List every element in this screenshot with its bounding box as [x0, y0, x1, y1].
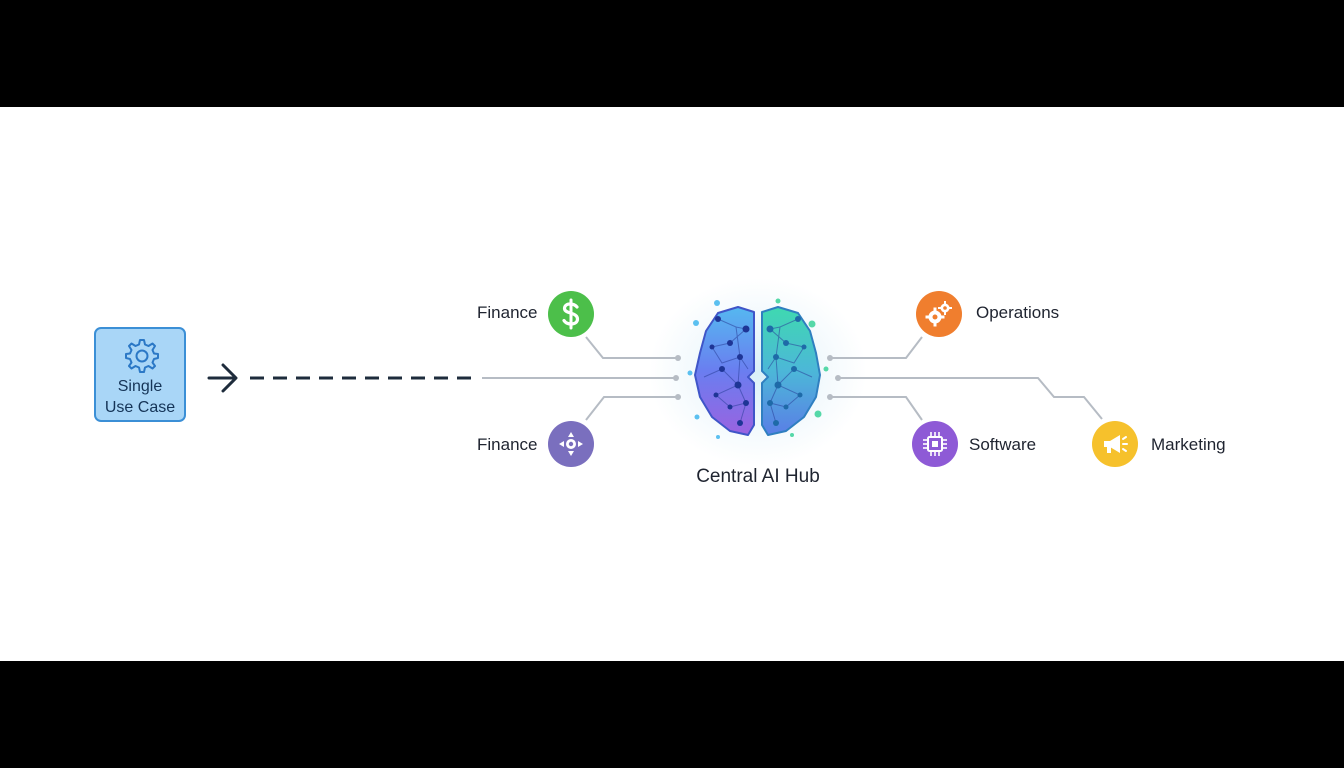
finance-bottom-label: Finance: [477, 435, 538, 454]
operations-node[interactable]: [916, 291, 962, 337]
marketing-node[interactable]: [1092, 421, 1138, 467]
finance-bottom-node[interactable]: [548, 421, 594, 467]
hub-label: Central AI Hub: [696, 466, 820, 487]
software-label: Software: [969, 435, 1037, 454]
connector-marketing: [838, 377, 1103, 420]
connector-dot: [835, 375, 841, 381]
connector-layer: [207, 298, 1103, 439]
network-hub-icon: [559, 432, 583, 456]
dollar-icon: [562, 298, 580, 330]
connector-finance-top: [585, 336, 678, 359]
brain-network-icon: [687, 298, 829, 439]
use-case-label: Single Use Case: [104, 378, 176, 416]
connector-dot: [827, 355, 833, 361]
hub-glow: [648, 277, 868, 467]
gears-icon: [925, 301, 952, 327]
diagram-canvas: Single Use Case Finance Finance: [0, 107, 1344, 661]
marketing-label: Marketing: [1151, 435, 1226, 454]
finance-top-node[interactable]: [548, 291, 594, 337]
gear-icon: [125, 339, 159, 373]
finance-top-label: Finance: [477, 303, 538, 322]
operations-label: Operations: [976, 303, 1060, 322]
connector-dot: [673, 375, 679, 381]
software-node[interactable]: [912, 421, 958, 467]
connector-operations: [830, 336, 923, 359]
arrow-icon: [207, 363, 238, 393]
connector-dot: [675, 355, 681, 361]
connector-finance-bottom: [585, 396, 678, 421]
connector-dot: [675, 394, 681, 400]
cpu-chip-icon: [923, 432, 947, 456]
single-use-case-box[interactable]: Single Use Case: [94, 327, 186, 422]
connector-software: [830, 396, 923, 421]
connector-dot: [827, 394, 833, 400]
megaphone-icon: [1104, 435, 1128, 453]
